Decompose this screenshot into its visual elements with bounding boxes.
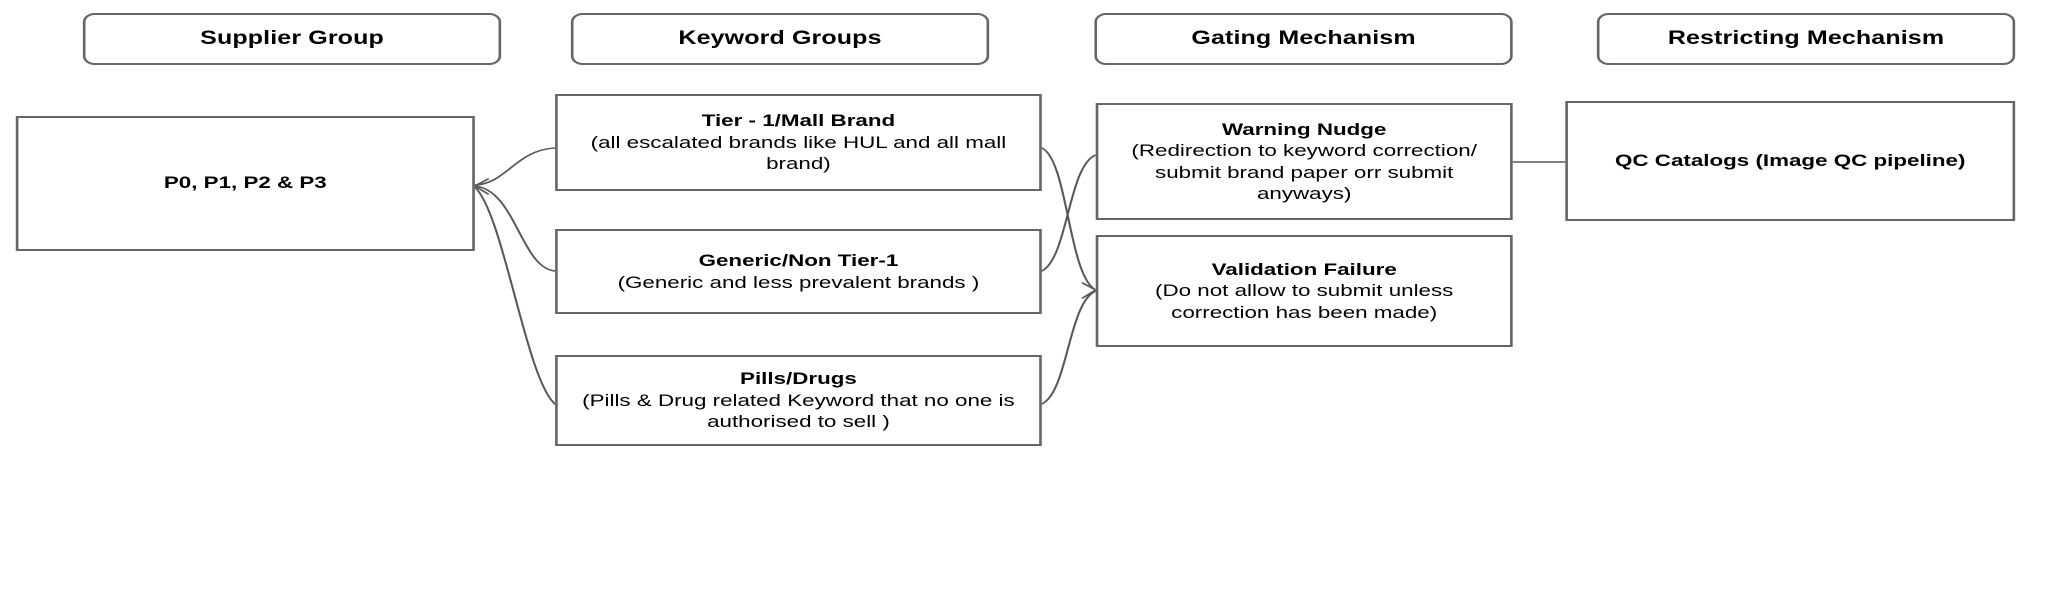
node-generic-non-tier-1-title: Generic/Non Tier-1 bbox=[698, 251, 899, 271]
column-header-restricting-mechanism: Restricting Mechanism bbox=[1596, 13, 2016, 65]
column-header-restricting-mechanism-label: Restricting Mechanism bbox=[1667, 27, 1945, 49]
node-pills-drugs[interactable]: Pills/Drugs (Pills & Drug related Keywor… bbox=[555, 355, 1042, 446]
edge-generic-to-warning bbox=[1040, 154, 1097, 272]
column-header-keyword-groups-label: Keyword Groups bbox=[678, 27, 882, 49]
edge-supplier-to-tier1 bbox=[473, 147, 557, 186]
node-generic-non-tier-1-subtitle: (Generic and less prevalent brands ) bbox=[617, 272, 980, 292]
node-validation-failure[interactable]: Validation Failure (Do not allow to subm… bbox=[1095, 235, 1513, 347]
edge-fan-head bbox=[473, 178, 490, 195]
node-pills-drugs-title: Pills/Drugs bbox=[740, 369, 857, 389]
edge-tier1-to-validation bbox=[1040, 147, 1097, 291]
node-warning-nudge[interactable]: Warning Nudge (Redirection to keyword co… bbox=[1095, 103, 1513, 220]
node-qc-catalogs-label: QC Catalogs (Image QC pipeline) bbox=[1615, 150, 1966, 170]
edge-supplier-to-generic bbox=[473, 185, 557, 272]
node-qc-catalogs[interactable]: QC Catalogs (Image QC pipeline) bbox=[1565, 101, 2016, 221]
column-header-gating-mechanism-label: Gating Mechanism bbox=[1191, 27, 1416, 49]
node-tier-1-mall-brand[interactable]: Tier - 1/Mall Brand (all escalated brand… bbox=[555, 94, 1042, 191]
edge-supplier-to-pills bbox=[473, 186, 557, 405]
node-warning-nudge-subtitle: (Redirection to keyword correction/ subm… bbox=[1131, 141, 1477, 203]
column-header-keyword-groups: Keyword Groups bbox=[570, 13, 990, 65]
node-generic-non-tier-1[interactable]: Generic/Non Tier-1 (Generic and less pre… bbox=[555, 229, 1042, 314]
node-supplier-group-label: P0, P1, P2 & P3 bbox=[163, 173, 327, 193]
node-tier-1-mall-brand-title: Tier - 1/Mall Brand bbox=[701, 111, 896, 131]
edge-pills-to-validation bbox=[1040, 290, 1097, 405]
node-validation-failure-subtitle: (Do not allow to submit unless correctio… bbox=[1155, 281, 1454, 322]
node-pills-drugs-subtitle: (Pills & Drug related Keyword that no on… bbox=[582, 390, 1015, 432]
node-warning-nudge-title: Warning Nudge bbox=[1222, 119, 1387, 139]
node-supplier-group[interactable]: P0, P1, P2 & P3 bbox=[15, 116, 475, 251]
column-header-supplier-group-label: Supplier Group bbox=[200, 27, 384, 49]
column-header-supplier-group: Supplier Group bbox=[82, 13, 502, 65]
edge-validation-head bbox=[1081, 282, 1097, 299]
node-validation-failure-title: Validation Failure bbox=[1211, 259, 1397, 279]
node-tier-1-mall-brand-subtitle: (all escalated brands like HUL and all m… bbox=[590, 132, 1007, 174]
column-header-gating-mechanism: Gating Mechanism bbox=[1094, 13, 1513, 65]
